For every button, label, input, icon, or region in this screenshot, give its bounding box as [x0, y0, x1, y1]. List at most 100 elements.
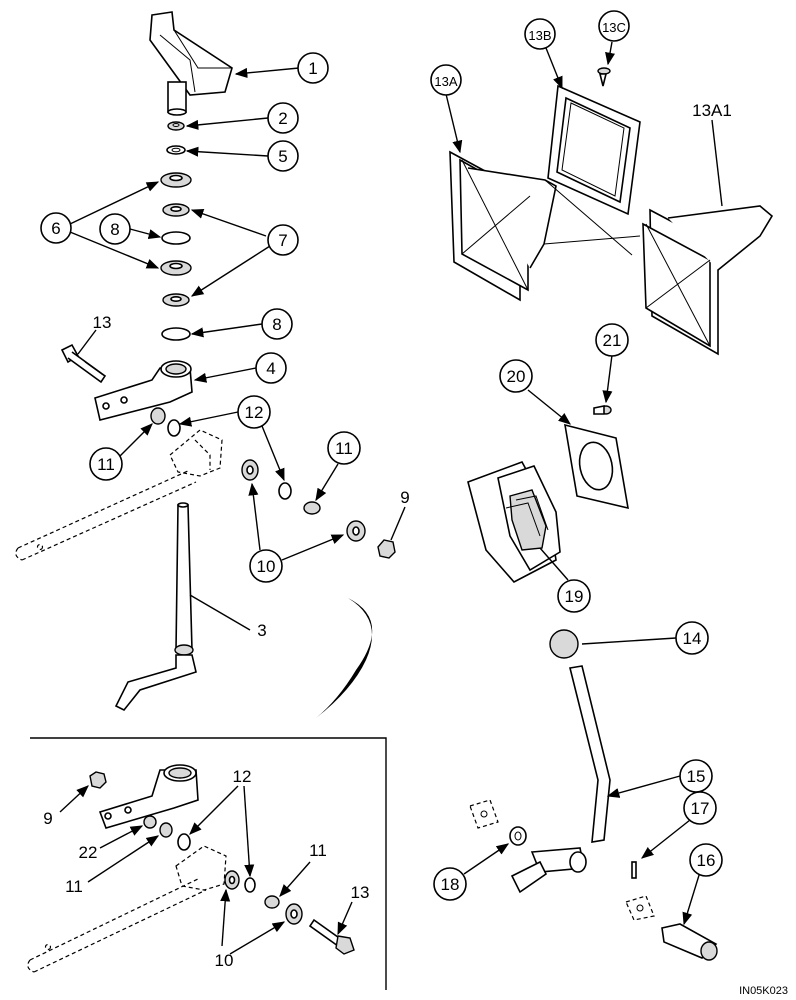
svg-text:17: 17 — [691, 799, 710, 818]
inset-part-13-bolt — [308, 918, 355, 955]
svg-text:13A: 13A — [434, 74, 457, 89]
part-1-shift-handle — [149, 11, 233, 116]
callout-19: 19 — [557, 579, 591, 613]
svg-text:14: 14 — [683, 629, 702, 648]
callout-1: 1 — [297, 52, 329, 84]
part-18-washer — [509, 826, 527, 846]
svg-text:12: 12 — [245, 403, 264, 422]
callout-8-upper: 8 — [99, 213, 131, 245]
part-20-gasket — [564, 423, 629, 510]
retainer-plate-lower — [625, 895, 655, 921]
callout-2: 2 — [267, 102, 299, 134]
callout-21: 21 — [595, 323, 629, 357]
part-11-spacer — [150, 407, 166, 425]
part-6-bushing-lower — [160, 260, 192, 276]
inset-label-11-left: 11 — [65, 877, 83, 896]
callout-4: 4 — [255, 352, 287, 384]
callout-18: 18 — [433, 867, 467, 901]
callout-16: 16 — [689, 843, 723, 877]
inset-part-10-bushing-lower — [285, 903, 303, 925]
svg-text:16: 16 — [697, 851, 716, 870]
part-5-washer — [166, 145, 186, 155]
figure-reference: IN05K023 — [739, 985, 788, 997]
inset-part-11-spacer — [159, 822, 173, 838]
callout-13c: 13C — [598, 10, 630, 42]
part-13a-housing — [449, 150, 641, 302]
part-8-ring-lower — [161, 327, 191, 341]
label-13a1: 13A1 — [692, 101, 732, 120]
label-3: 3 — [257, 621, 266, 640]
break-curve — [316, 598, 373, 718]
svg-text:15: 15 — [687, 767, 706, 786]
inset-label-22: 22 — [79, 843, 98, 862]
svg-text:21: 21 — [603, 331, 622, 350]
part-3-shifter-shaft — [114, 502, 197, 712]
inset-part-9-nut — [89, 771, 107, 789]
part-12-ring-right — [278, 482, 292, 500]
callout-12: 12 — [237, 395, 271, 429]
svg-text:4: 4 — [266, 359, 275, 378]
inset-lever-arm — [98, 764, 199, 829]
inset-frame — [30, 737, 387, 990]
callout-17: 17 — [683, 791, 717, 825]
part-8-ring-upper — [161, 231, 191, 245]
part-10-bushing-lower — [346, 520, 366, 542]
retainer-plate-upper — [469, 799, 499, 829]
svg-text:8: 8 — [110, 220, 119, 239]
part-16-pin — [661, 923, 718, 961]
svg-text:11: 11 — [97, 455, 115, 474]
inset-part-12-ring-right — [244, 877, 256, 893]
part-21-screw — [593, 405, 612, 415]
callout-10: 10 — [249, 549, 283, 583]
inset-label-11-right: 11 — [309, 841, 327, 860]
inset-label-10: 10 — [215, 951, 234, 970]
leader-lines — [59, 41, 723, 955]
svg-text:7: 7 — [278, 231, 287, 250]
part-19-boot — [467, 461, 561, 584]
callout-13b: 13B — [524, 18, 556, 50]
part-10-bushing-upper — [241, 459, 259, 481]
callout-8-lower: 8 — [261, 308, 293, 340]
svg-text:13C: 13C — [602, 20, 626, 35]
callout-5: 5 — [267, 140, 299, 172]
part-13b-gasket — [547, 84, 641, 216]
inset-part-10-bushing — [224, 870, 240, 890]
inset-label-13: 13 — [351, 883, 370, 902]
callout-13a: 13A — [430, 64, 462, 96]
part-15-shift-lever — [510, 665, 611, 894]
svg-text:20: 20 — [507, 367, 526, 386]
svg-text:10: 10 — [257, 557, 276, 576]
svg-text:8: 8 — [272, 315, 281, 334]
svg-text:13B: 13B — [528, 28, 551, 43]
inset-label-12: 12 — [233, 767, 252, 786]
part-7-bushing-upper — [162, 203, 190, 217]
callout-6: 6 — [40, 212, 72, 244]
callout-20: 20 — [499, 359, 533, 393]
shift-rail — [15, 429, 223, 561]
svg-text:11: 11 — [335, 439, 353, 458]
inset-part-22-spacer — [143, 815, 157, 829]
inset-part-12-ring — [177, 833, 191, 851]
svg-text:5: 5 — [278, 147, 287, 166]
callout-11-right: 11 — [327, 431, 361, 465]
part-12-ring — [167, 419, 181, 437]
part-6-bushing-upper — [160, 172, 192, 188]
part-4-lever-arm — [94, 360, 193, 421]
part-13c-screw — [597, 67, 611, 87]
callout-14: 14 — [675, 621, 709, 655]
part-11-spacer-right — [303, 501, 321, 515]
label-9: 9 — [400, 488, 409, 507]
svg-text:19: 19 — [565, 587, 584, 606]
part-2-nut — [167, 121, 185, 131]
callout-15: 15 — [679, 759, 713, 793]
part-17-pin — [631, 861, 637, 879]
part-13-bolt — [60, 343, 107, 384]
part-7-bushing-lower — [162, 293, 190, 307]
svg-text:6: 6 — [51, 219, 60, 238]
part-13a1-housing — [642, 205, 774, 356]
callout-7: 7 — [267, 224, 299, 256]
label-13: 13 — [93, 313, 112, 332]
part-9-nut — [377, 539, 396, 559]
svg-text:18: 18 — [441, 875, 460, 894]
